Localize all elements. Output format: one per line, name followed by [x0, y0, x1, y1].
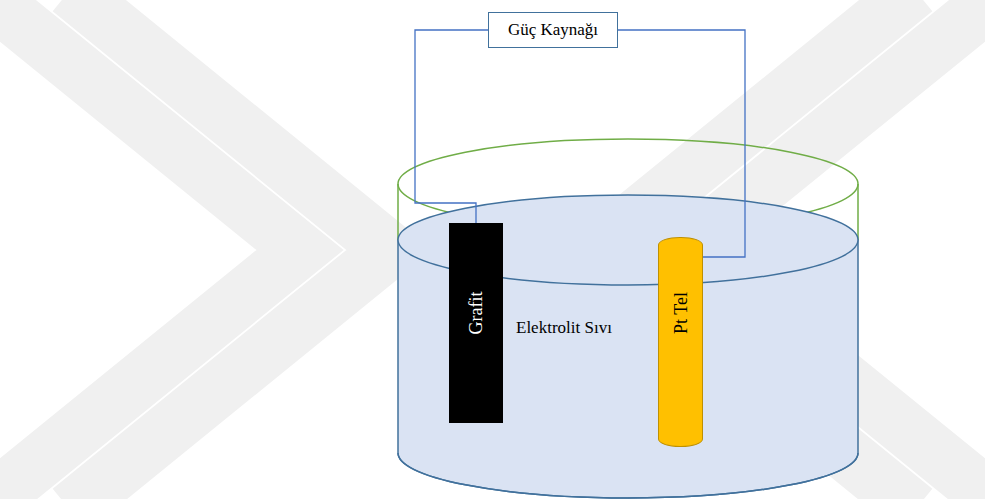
platinum-wire-electrode: Pt Tel: [658, 237, 703, 447]
box-label: Güç Kaynağı: [508, 20, 598, 40]
wire: [618, 30, 745, 257]
wire: [415, 30, 488, 223]
liquid-label: Elektrolit Sıvı: [516, 318, 612, 338]
beaker-bottom: [398, 453, 858, 498]
electrode-label: Pt Tel: [670, 292, 691, 334]
power-supply-box: Güç Kaynağı: [488, 12, 618, 48]
electrode-label: Grafit: [466, 292, 487, 335]
graphite-electrode: Grafit: [449, 223, 503, 423]
